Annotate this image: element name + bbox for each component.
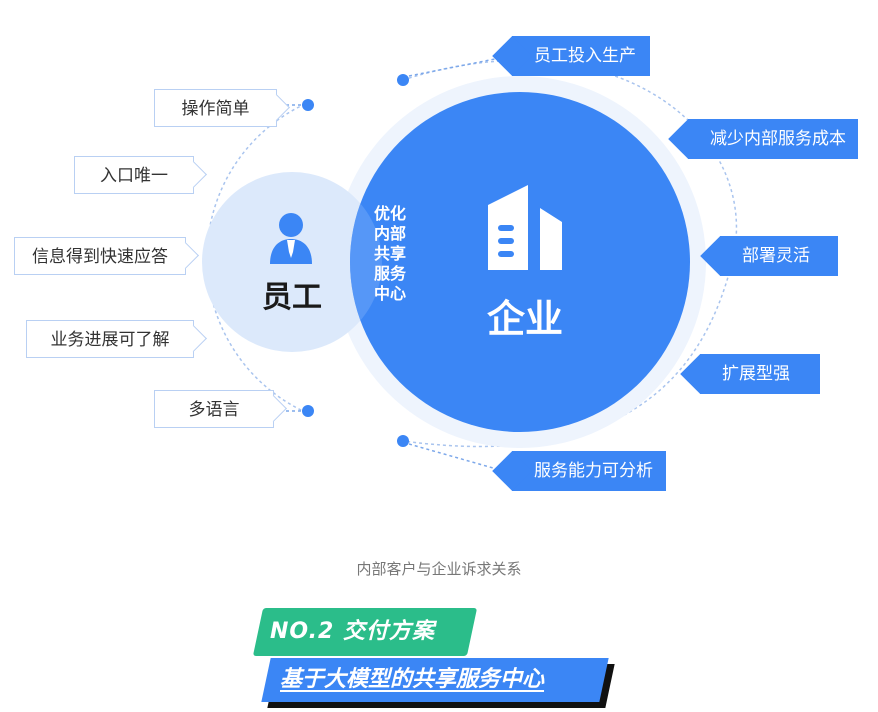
relationship-diagram: 操作简单 入口唯一 信息得到快速应答 业务进展可了解 多语言 员工投入生产 减少… <box>0 0 878 530</box>
figure-caption: 内部客户与企业诉求关系 <box>356 560 522 578</box>
tag-employee-productivity: 员工投入生产 <box>512 36 650 76</box>
tag-reduce-cost: 减少内部服务成本 <box>688 119 858 159</box>
tag-service-analytics: 服务能力可分析 <box>512 451 666 491</box>
connector-lines <box>286 57 501 471</box>
overlap-text: 优化 内部 共享 服务 中心 <box>364 204 416 304</box>
dot-top-right <box>397 74 409 86</box>
tag-flexible-deploy: 部署灵活 <box>720 236 838 276</box>
overlap-line: 优化 <box>373 204 406 223</box>
dot-bottom-left <box>302 405 314 417</box>
tag-single-entry: 入口唯一 <box>74 156 194 194</box>
tag-multilingual: 多语言 <box>154 390 274 428</box>
employee-label: 员工 <box>262 280 322 315</box>
dot-bottom-right <box>397 435 409 447</box>
tag-fast-response: 信息得到快速应答 <box>14 237 186 275</box>
tag-progress-visible: 业务进展可了解 <box>26 320 194 358</box>
title-banner-label: 基于大模型的共享服务中心 <box>280 667 545 692</box>
dot-top-left <box>302 99 314 111</box>
tag-scalability: 扩展型强 <box>700 354 820 394</box>
enterprise-label: 企业 <box>486 297 563 341</box>
tag-ease-of-use: 操作简单 <box>154 89 277 127</box>
overlap-line: 服务 <box>373 264 406 283</box>
employee-icon <box>270 213 312 264</box>
building-icon <box>488 185 562 270</box>
overlap-line: 共享 <box>373 244 406 263</box>
overlap-line: 中心 <box>373 284 406 303</box>
diagram-graphics <box>202 57 738 471</box>
overlap-line: 内部 <box>373 224 406 243</box>
section-banner-label: NO.2 交付方案 <box>270 619 435 644</box>
connector-dots <box>302 74 409 447</box>
